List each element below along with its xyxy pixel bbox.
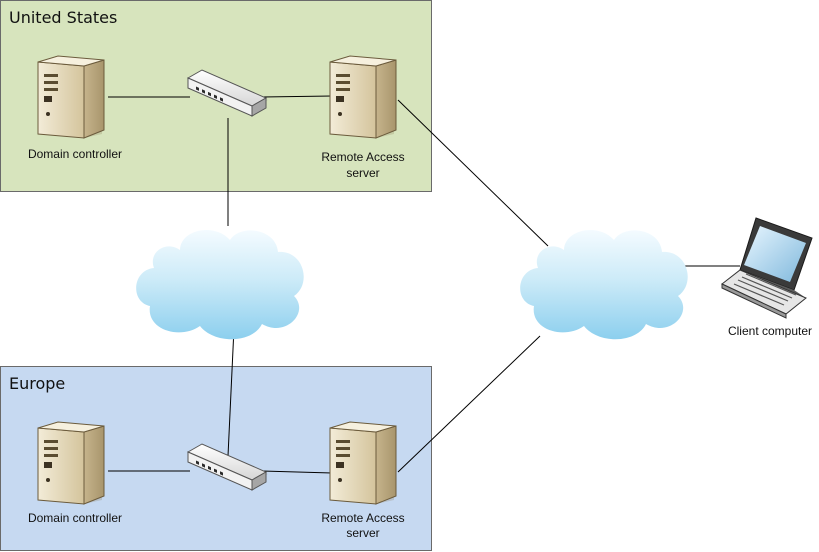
eu-remote-access-server-icon [329, 421, 397, 505]
us-domain-controller-label: Domain controller [28, 147, 122, 161]
internet-cloud-icon [520, 229, 688, 340]
link-eu-ras-internet [397, 335, 541, 473]
us-remote-access-label-line1: Remote Access [321, 150, 404, 164]
eu-remote-access-label-line2: server [346, 526, 379, 540]
eu-domain-controller-label: Domain controller [28, 511, 122, 525]
us-domain-controller-icon [37, 55, 105, 139]
us-region-title: United States [9, 8, 117, 27]
us-remote-access-server-icon [329, 55, 397, 139]
link-us-switch-ras [261, 95, 333, 98]
wan-cloud-icon [136, 229, 304, 340]
link-us-ras-internet [397, 99, 549, 247]
europe-region-title: Europe [9, 374, 65, 393]
eu-remote-access-label-line1: Remote Access [321, 511, 404, 525]
client-computer-label: Client computer [728, 324, 812, 338]
client-laptop-icon [721, 217, 813, 319]
eu-domain-controller-icon [37, 421, 105, 505]
link-eu-switch-ras [261, 470, 333, 474]
network-links [108, 95, 740, 474]
us-remote-access-label-line2: server [346, 166, 379, 180]
link-cloud-eu-switch [227, 327, 235, 457]
